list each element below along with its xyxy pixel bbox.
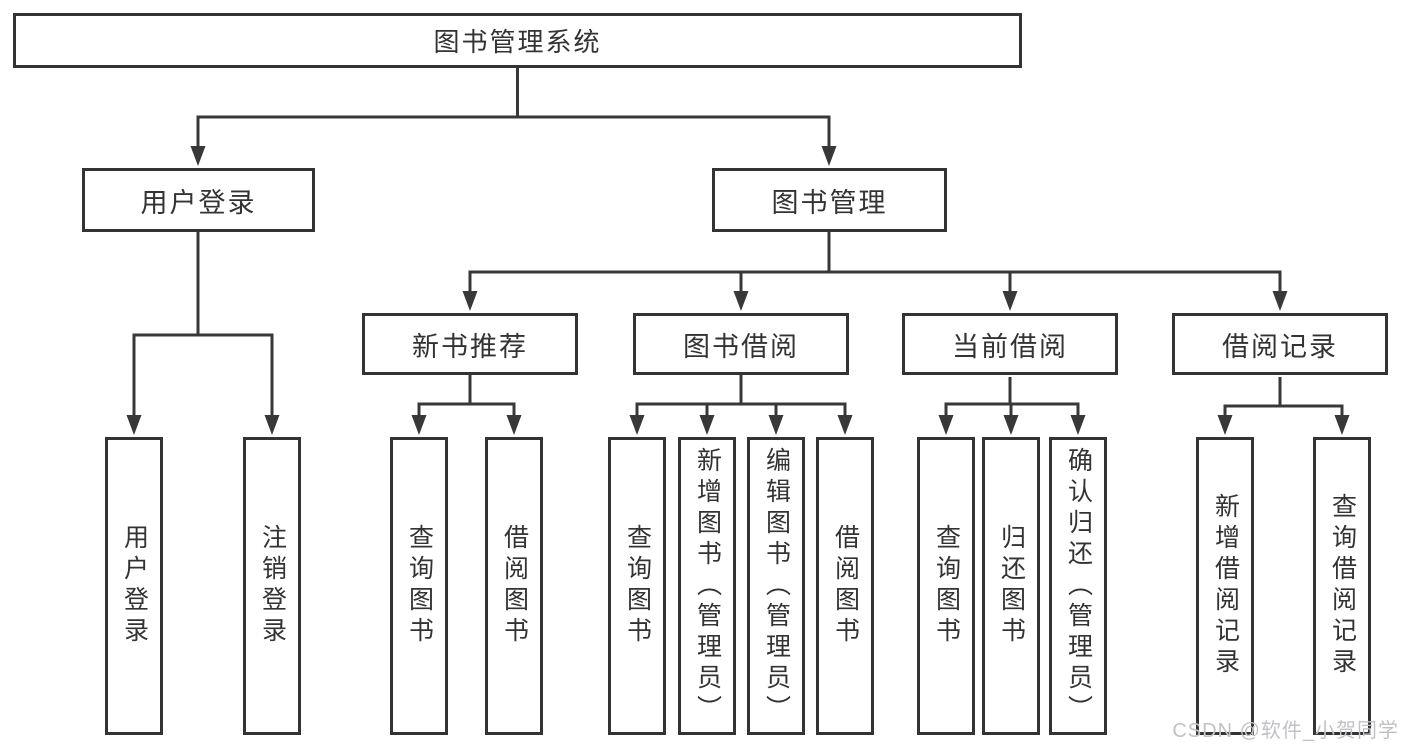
leaf-label: 新增图书（管理员） [693,446,722,726]
node-book-management: 图书管理 [712,168,947,232]
leaf-label: 新增借阅记录 [1211,493,1240,679]
leaf-edit-book-admin: 编辑图书（管理员） [747,437,805,735]
leaf-user-login: 用户登录 [105,437,163,735]
leaf-label: 借阅图书 [831,524,860,648]
leaf-return-book: 归还图书 [982,437,1040,735]
leaf-query-borrow-record: 查询借阅记录 [1313,437,1371,735]
leaf-query-books-recommend: 查询图书 [390,437,448,735]
leaf-label: 查询图书 [932,524,961,648]
leaf-label: 用户登录 [120,524,149,648]
node-current-borrowing: 当前借阅 [902,313,1118,375]
leaf-borrow-books-recommend: 借阅图书 [485,437,543,735]
node-borrowing-records: 借阅记录 [1172,313,1388,375]
leaf-label: 编辑图书（管理员） [762,446,791,726]
leaf-add-borrow-record: 新增借阅记录 [1196,437,1254,735]
leaf-confirm-return-admin: 确认归还（管理员） [1049,437,1107,735]
leaf-label: 查询借阅记录 [1328,493,1357,679]
node-new-book-recommend: 新书推荐 [362,313,578,375]
node-library-management-system: 图书管理系统 [13,13,1022,68]
leaf-label: 确认归还（管理员） [1064,446,1093,726]
leaf-label: 注销登录 [258,524,287,648]
leaf-label: 借阅图书 [500,524,529,648]
leaf-add-book-admin: 新增图书（管理员） [678,437,736,735]
node-user-login: 用户登录 [82,168,315,232]
leaf-label: 查询图书 [405,524,434,648]
node-book-borrowing: 图书借阅 [633,313,849,375]
csdn-watermark: CSDN @软件_小贺同学 [1172,720,1399,742]
leaf-label: 查询图书 [623,524,652,648]
leaf-borrow-books: 借阅图书 [816,437,874,735]
leaf-query-books-current: 查询图书 [917,437,975,735]
leaf-label: 归还图书 [997,524,1026,648]
leaf-logout: 注销登录 [243,437,301,735]
leaf-query-books-borrow: 查询图书 [608,437,666,735]
